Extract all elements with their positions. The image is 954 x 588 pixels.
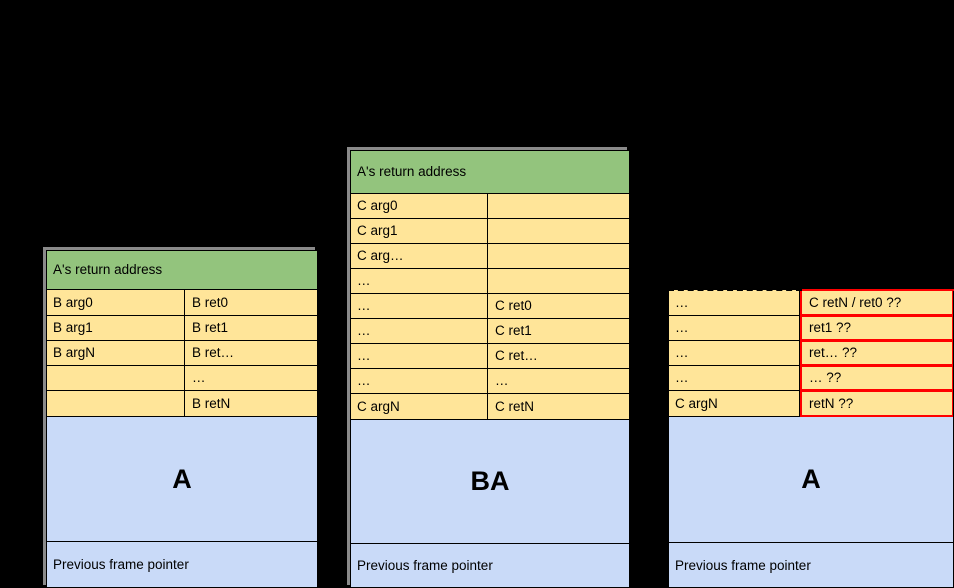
cell-arg <box>46 391 185 416</box>
cell-ret-unknown: retN ?? <box>800 390 954 417</box>
table-row: … C ret0 <box>350 294 630 319</box>
cell-ret-unknown: ret1 ?? <box>800 315 954 341</box>
cell-ret <box>488 269 630 293</box>
stack-diagram-2: A's return address C arg0 C arg1 C arg… … <box>350 150 630 588</box>
stack-diagram-3: … C retN / ret0 ?? … ret1 ?? … ret… ?? …… <box>668 289 954 588</box>
cell-arg: C arg0 <box>350 194 488 218</box>
cell-ret <box>488 219 630 243</box>
cell-ret: B ret… <box>192 345 235 361</box>
diagram-2-previous-frame-pointer: Previous frame pointer <box>350 544 630 587</box>
diagram-2-return-address-header: A's return address <box>350 150 630 194</box>
cell-arg: B arg1 <box>46 316 185 340</box>
cell-ret <box>488 244 630 268</box>
table-row: B arg0 B ret0 <box>46 290 318 316</box>
diagram-2-frame-body-label: BA <box>350 419 630 544</box>
table-row: B argN B ret… <box>46 341 318 366</box>
cell-arg: … <box>350 269 488 293</box>
cell-ret <box>488 194 630 218</box>
table-row: C arg… <box>350 244 630 269</box>
stack-diagram-1: A's return address B arg0 B ret0 B arg1 … <box>46 250 318 588</box>
cell-arg <box>46 366 185 390</box>
table-row: C argN retN ?? <box>668 390 954 417</box>
diagram-1-return-address-header: A's return address <box>46 250 318 290</box>
cell-arg: C argN <box>668 391 800 416</box>
table-row: C argN C retN <box>350 394 630 419</box>
diagram-3-dashed-top-left <box>668 289 802 291</box>
cell-arg: B argN <box>46 341 185 365</box>
cell-ret: B ret1 <box>192 320 229 336</box>
cell-arg: … <box>668 366 800 390</box>
table-row: … <box>46 366 318 391</box>
diagram-3-dashed-top-right <box>802 289 954 291</box>
table-row: … … <box>350 369 630 394</box>
cell-ret: C retN <box>495 398 535 414</box>
table-row: … ret… ?? <box>668 340 954 366</box>
cell-ret: … <box>495 373 509 389</box>
diagram-3-frame-body-label: A <box>668 416 954 543</box>
cell-arg: C argN <box>350 394 488 419</box>
table-row: B retN <box>46 391 318 416</box>
cell-arg: … <box>668 290 800 315</box>
table-row: B arg1 B ret1 <box>46 316 318 341</box>
table-row: … … ?? <box>668 365 954 391</box>
cell-ret: B retN <box>192 395 231 411</box>
table-row: … C ret1 <box>350 319 630 344</box>
cell-ret: … <box>192 370 206 386</box>
table-row: … <box>350 269 630 294</box>
table-row: … C ret… <box>350 344 630 369</box>
diagram-1-previous-frame-pointer: Previous frame pointer <box>46 542 318 587</box>
cell-arg: B arg0 <box>46 290 185 315</box>
diagram-3-previous-frame-pointer: Previous frame pointer <box>668 543 954 588</box>
cell-ret: B ret0 <box>192 294 229 310</box>
cell-ret-unknown: … ?? <box>800 365 954 391</box>
table-row: … ret1 ?? <box>668 315 954 341</box>
cell-arg: … <box>350 294 488 318</box>
cell-arg: … <box>350 319 488 343</box>
cell-arg: … <box>350 344 488 368</box>
cell-ret-unknown: C retN / ret0 ?? <box>800 289 954 316</box>
cell-arg: … <box>668 341 800 365</box>
table-row: C arg1 <box>350 219 630 244</box>
cell-arg: … <box>350 369 488 393</box>
cell-arg: C arg1 <box>350 219 488 243</box>
cell-arg: C arg… <box>350 244 488 268</box>
table-row: … C retN / ret0 ?? <box>668 289 954 316</box>
diagram-1-frame-body-label: A <box>46 416 318 542</box>
table-row: C arg0 <box>350 194 630 219</box>
cell-ret: C ret… <box>495 348 538 364</box>
cell-ret-unknown: ret… ?? <box>800 340 954 366</box>
cell-ret: C ret0 <box>495 298 532 314</box>
cell-arg: … <box>668 316 800 340</box>
cell-ret: C ret1 <box>495 323 532 339</box>
